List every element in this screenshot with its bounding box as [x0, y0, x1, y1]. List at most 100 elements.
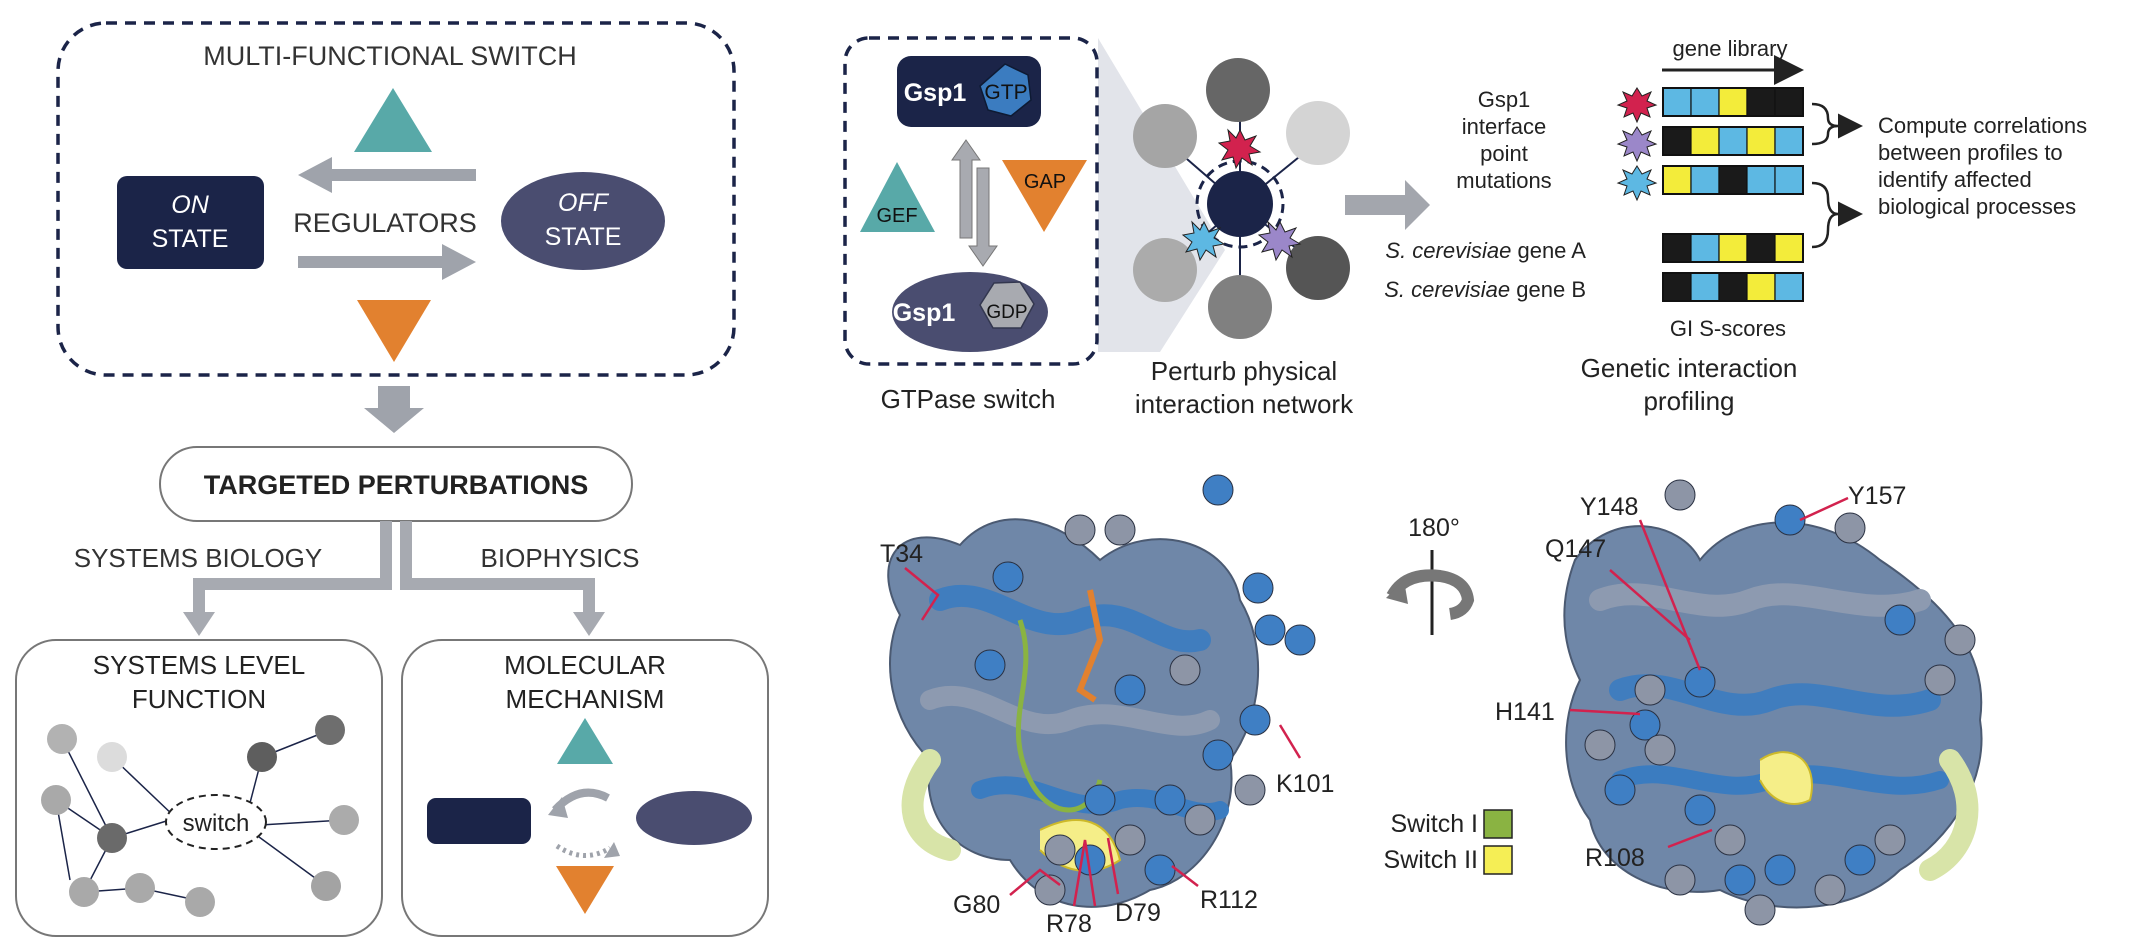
gsp1-bottom-label: Gsp1: [893, 299, 956, 327]
compute-line-2: between profiles to: [1878, 140, 2063, 165]
profile-star-blue: [1616, 165, 1658, 202]
residue-sphere: [1634, 674, 1666, 706]
gi-score-cell: [1746, 87, 1776, 117]
gi-score-cell: [1718, 165, 1748, 195]
label-r78: R78: [1046, 910, 1092, 938]
residue-sphere: [1814, 874, 1846, 906]
residue-sphere: [1584, 729, 1616, 761]
switch-dashed-box: [56, 21, 736, 377]
residue-sphere: [1744, 894, 1776, 926]
gi-score-cell: [1690, 233, 1720, 263]
residue-sphere: [1664, 479, 1696, 511]
on-label: ON: [171, 191, 209, 219]
residue-sphere: [974, 649, 1006, 681]
switch-node-label: switch: [183, 810, 250, 837]
molecular-mechanism-box: MOLECULAR MECHANISM: [401, 639, 769, 937]
gi-score-cell: [1690, 165, 1720, 195]
compute-line-3: identify affected: [1878, 167, 2032, 192]
residue-sphere: [1144, 854, 1176, 886]
label-t34: T34: [880, 540, 923, 568]
gi-score-cell: [1746, 165, 1776, 195]
residue-sphere: [1774, 504, 1806, 536]
protein-left-labels: T34 K101 G80 R78 D79 R112: [880, 540, 1334, 938]
rotation-arrow-icon: [1386, 569, 1475, 620]
residue-sphere: [1684, 794, 1716, 826]
mutations-line-2: interface: [1462, 114, 1546, 139]
residue-sphere: [1844, 844, 1876, 876]
residue-sphere: [1714, 824, 1746, 856]
switch-title: MULTI-FUNCTIONAL SWITCH: [203, 41, 576, 71]
gtpase-up-arrow: [951, 139, 981, 239]
gi-profile-row: [1662, 87, 1804, 117]
legend-switch1-swatch: [1483, 809, 1513, 839]
gene-a-label: S. cerevisiae gene A: [1385, 238, 1586, 263]
molecular-title-1: MOLECULAR: [504, 650, 666, 680]
gi-profile-row: [1662, 126, 1804, 156]
mech-dotted-arrow: [555, 843, 612, 858]
label-q147: Q147: [1545, 535, 1606, 563]
residue-sphere: [1104, 514, 1136, 546]
label-r108: R108: [1585, 844, 1645, 872]
biophysics-label: BIOPHYSICS: [481, 543, 640, 573]
gtpase-down-arrow: [968, 167, 998, 267]
multi-functional-switch-panel: MULTI-FUNCTIONAL SWITCH ON STATE OFF STA…: [56, 21, 736, 377]
branch-arrows: [183, 521, 605, 636]
gi-score-cell: [1746, 126, 1776, 156]
residue-sphere: [1884, 604, 1916, 636]
on-state-label: STATE: [152, 225, 229, 253]
profiling-caption-1: Genetic interaction: [1581, 353, 1798, 383]
regulators-label: REGULATORS: [293, 208, 477, 238]
gdp-hexagon: [979, 281, 1035, 329]
residue-sphere: [1664, 864, 1696, 896]
residue-sphere: [992, 561, 1024, 593]
residue-sphere: [1154, 784, 1186, 816]
residue-sphere: [1239, 704, 1271, 736]
residue-sphere: [1724, 864, 1756, 896]
gi-score-cell: [1774, 272, 1804, 302]
gap-label: GAP: [1024, 171, 1066, 193]
protein-structure-left: [887, 474, 1316, 908]
residue-sphere: [1202, 474, 1234, 506]
zoom-wedge: [1098, 38, 1225, 352]
rotation-indicator: 180°: [1386, 514, 1475, 635]
molecular-title-2: MECHANISM: [506, 684, 665, 714]
mutation-star-blue: [1181, 220, 1226, 262]
mutations-line-1: Gsp1: [1478, 87, 1531, 112]
residue-sphere: [1114, 674, 1146, 706]
switch-node: [165, 794, 267, 850]
nucleotide-left: [1076, 589, 1104, 703]
legend-switch2-swatch: [1483, 845, 1513, 875]
label-y148: Y148: [1580, 493, 1638, 521]
gi-score-cell: [1662, 233, 1692, 263]
off-label: OFF: [558, 189, 610, 217]
gtp-hexagon: [979, 63, 1032, 117]
gef-label: GEF: [876, 205, 917, 227]
systems-biology-label: SYSTEMS BIOLOGY: [74, 543, 323, 573]
gi-score-cell: [1774, 87, 1804, 117]
residue-sphere: [1169, 654, 1201, 686]
residue-sphere: [1644, 734, 1676, 766]
residue-sphere: [1184, 804, 1216, 836]
legend-switch2-label: Switch II: [1384, 846, 1478, 874]
protein-right-body: [1563, 521, 1983, 909]
off-state-ellipse: [501, 172, 665, 270]
residue-sphere: [1284, 624, 1316, 656]
gi-score-cell: [1718, 272, 1748, 302]
residue-sphere: [1604, 774, 1636, 806]
mech-gef-triangle: [557, 718, 613, 764]
switch-i-loop-left: [1015, 619, 1103, 813]
mech-gap-triangle: [556, 866, 614, 914]
gtp-label: GTP: [984, 81, 1027, 104]
label-g80: G80: [953, 891, 1000, 919]
residue-sphere: [1034, 874, 1066, 906]
protein-structure-right: [1563, 479, 1983, 926]
gi-score-cell: [1774, 233, 1804, 263]
residue-sphere: [1874, 824, 1906, 856]
brace-top: [1811, 102, 1839, 146]
residue-sphere: [1044, 834, 1076, 866]
switch-legend: Switch I Switch II: [1384, 809, 1513, 875]
residue-sphere: [1234, 774, 1266, 806]
legend-switch1-label: Switch I: [1390, 810, 1478, 838]
